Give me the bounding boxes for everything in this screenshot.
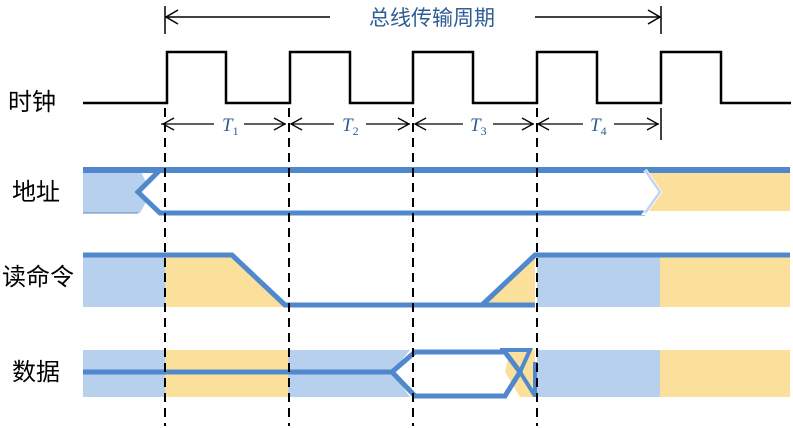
bus-cycle-title: 总线传输周期 (369, 6, 495, 30)
bus-cycle-span: 总线传输周期 (164, 6, 662, 34)
read-command-label: 读命令 (2, 263, 74, 291)
period-t4: T4 (590, 115, 607, 138)
clock-waveform (83, 50, 791, 105)
address-label: 地址 (12, 178, 60, 206)
data-label: 数据 (12, 358, 60, 386)
cycle-boundaries (164, 108, 538, 426)
period-t3: T3 (470, 115, 487, 138)
period-t1: T1 (222, 115, 239, 138)
address-bus (83, 167, 790, 216)
data-bus (83, 348, 790, 399)
period-t2: T2 (342, 115, 359, 138)
clock-label: 时钟 (8, 88, 56, 116)
period-markers (161, 117, 660, 131)
read-command-signal (83, 252, 790, 308)
